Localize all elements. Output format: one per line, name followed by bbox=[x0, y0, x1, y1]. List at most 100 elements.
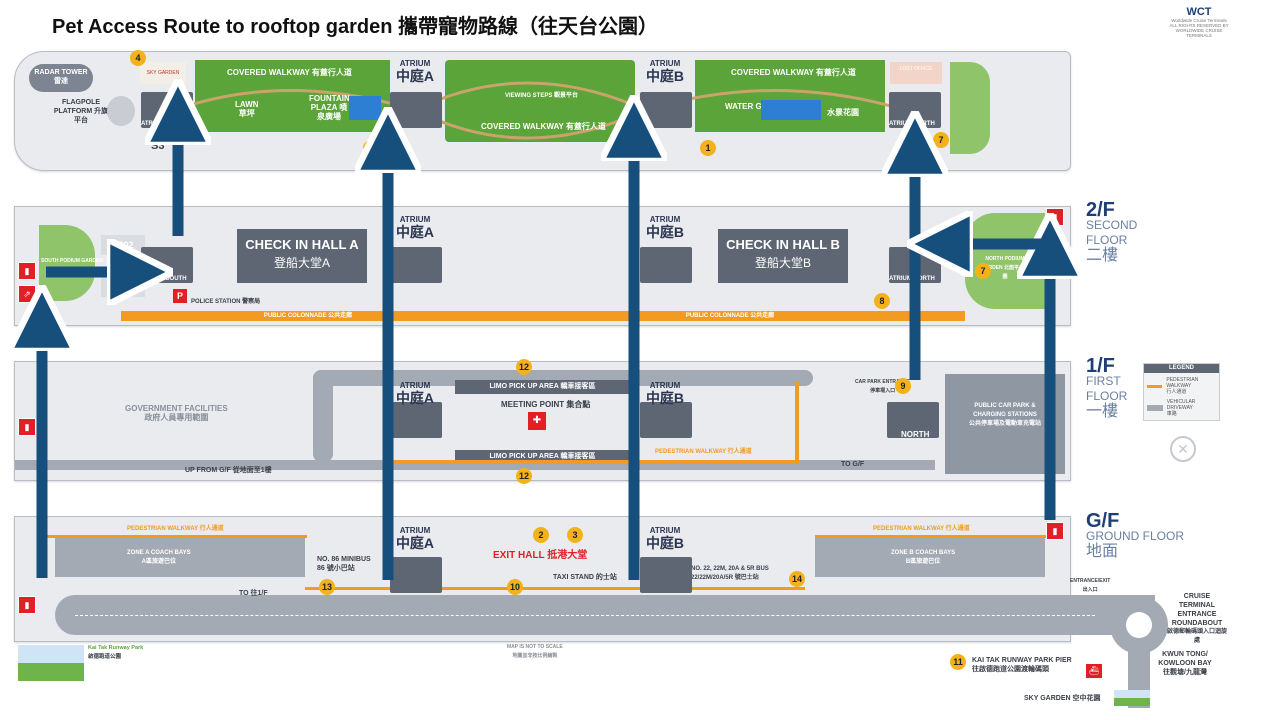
second-atrium-a-zh: 中庭A bbox=[395, 224, 435, 240]
ferry-icon: ⛴ bbox=[1086, 664, 1102, 678]
public-colonnade-west: PUBLIC COLONNADE 公共走廊 bbox=[121, 311, 495, 321]
check-in-hall-b: CHECK IN HALL B 登船大堂B bbox=[718, 229, 848, 283]
entrance-exit-text: ENTRANCE/EXIT bbox=[1070, 578, 1111, 584]
badge-8: 8 bbox=[874, 293, 890, 309]
page-title: Pet Access Route to rooftop garden 攜帶寵物路… bbox=[52, 16, 658, 38]
north-podium-label: NORTH PODIUM GARDEN 北面平台花園 bbox=[980, 255, 1030, 282]
radar-tower: RADAR TOWER 雷達 bbox=[29, 64, 93, 92]
government-label: GOVERNMENT FACILITIES 政府人員專用範圍 bbox=[125, 404, 228, 422]
compass-icon: ✕ bbox=[1170, 436, 1196, 462]
first-floor-driveway-loop bbox=[313, 370, 813, 386]
map-note-label: MAP IS NOT TO SCALE 地圖並非按比例繪製 bbox=[507, 643, 563, 661]
covered-walkway-2: COVERED WALKWAY 有蓋行人道 bbox=[481, 122, 606, 131]
map-legend: LEGEND PEDESTRIAN WALKWAY 行人通道 VEHICULAR… bbox=[1143, 363, 1220, 421]
badge-2: 2 bbox=[533, 527, 549, 543]
exit-hall-label: EXIT HALL 抵港大堂 bbox=[493, 550, 588, 561]
pedestrian-walkway-1f bbox=[390, 460, 800, 464]
car-park-entrance-text: CAR PARK ENTRANCE bbox=[855, 379, 911, 385]
check-in-hall-a: CHECK IN HALL A 登船大堂A bbox=[237, 229, 367, 283]
zone-b-text: ZONE B COACH BAYS bbox=[891, 550, 956, 556]
left-elevator-icon-gf: ▮ bbox=[18, 596, 36, 614]
viewing-steps-label: VIEWING STEPS 觀景平台 bbox=[505, 93, 579, 99]
map-note-text: MAP IS NOT TO SCALE bbox=[507, 644, 563, 650]
roof-s3-label: S3 bbox=[151, 140, 165, 152]
pier-zh: 往啟德跑道公園渡輪碼頭 bbox=[972, 666, 1049, 673]
cruise-terminal-text: CRUISE TERMINAL ENTRANCE ROUNDABOUT bbox=[1171, 593, 1223, 627]
legend-walk-label: PEDESTRIAN WALKWAY 行人通道 bbox=[1166, 377, 1216, 395]
pedestrian-walkway-1f-right bbox=[795, 382, 799, 464]
water-garden-zh: 水景花園 bbox=[827, 108, 859, 117]
badge-14: 14 bbox=[789, 571, 805, 587]
police-label: POLICE STATION 警察局 bbox=[191, 299, 261, 305]
second-atrium-a-en: ATRIUM bbox=[399, 215, 431, 224]
badge-7: 7 bbox=[975, 263, 991, 279]
roof-garden-far-east bbox=[950, 62, 990, 154]
floor-gf-en: GROUND FLOOR bbox=[1086, 529, 1185, 543]
right-elevator-icon-gf: ▮ bbox=[1046, 522, 1064, 540]
ground-driveway-lane bbox=[75, 615, 1095, 616]
pedestrian-walkway-gf-left bbox=[45, 535, 307, 538]
radar-tower-zh: 雷達 bbox=[54, 78, 68, 85]
cruise-terminal-label: CRUISE TERMINAL ENTRANCE ROUNDABOUT 啟德郵輪… bbox=[1166, 592, 1228, 646]
badge-12-top: 12 bbox=[516, 359, 532, 375]
first-atrium-a-label: ATRIUM 中庭A bbox=[389, 380, 441, 405]
floor-1f-zh: 一樓 bbox=[1086, 403, 1119, 420]
first-north-core bbox=[887, 402, 939, 438]
wct-logo: WCT Worldwide Cruise Terminals ALL RIGHT… bbox=[1168, 6, 1230, 48]
ground-atrium-a-en: ATRIUM bbox=[399, 526, 431, 535]
second-atrium-a-core bbox=[390, 247, 442, 283]
first-atrium-b-label: ATRIUM 中庭B bbox=[639, 380, 691, 405]
first-floor-plan: GOVERNMENT FACILITIES 政府人員專用範圍 PUBLIC CA… bbox=[14, 359, 1071, 484]
ground-atrium-a-core bbox=[390, 557, 442, 593]
roof-atrium-a-en: ATRIUM bbox=[399, 59, 431, 68]
second-atrium-b-zh: 中庭B bbox=[645, 224, 685, 240]
kwun-tong-text: KWUN TONG/ KOWLOON BAY bbox=[1158, 651, 1212, 667]
roof-atrium-b-en: ATRIUM bbox=[649, 59, 681, 68]
legend-walk-row: PEDESTRIAN WALKWAY 行人通道 bbox=[1147, 377, 1216, 395]
second-atrium-b-label: ATRIUM 中庭B bbox=[639, 214, 691, 240]
lost-office-label: LOST OFFICE bbox=[899, 66, 933, 72]
left-elevator-icon-2f: ▮ bbox=[18, 262, 36, 280]
fountain-label: FOUNTAIN PLAZA 噴泉廣場 bbox=[309, 94, 350, 121]
minibus-label: NO. 86 MINIBUS 86 號小巴站 bbox=[317, 555, 371, 573]
kai-tak-park-text: Kai Tak Runway Park bbox=[88, 645, 144, 651]
floor-tag-1f: 1/F FIRST FLOOR 一樓 bbox=[1086, 356, 1127, 420]
first-floor-driveway-bottom bbox=[15, 460, 935, 470]
legend-title: LEGEND bbox=[1144, 364, 1219, 373]
second-atrium-b-en: ATRIUM bbox=[649, 215, 681, 224]
lost-office: LOST OFFICE bbox=[890, 62, 942, 84]
to-1f-label: TO 往1/F bbox=[239, 590, 268, 597]
north-podium-zh: 北面平台花園 bbox=[1002, 265, 1030, 280]
roof-atrium-a-zh: 中庭A bbox=[395, 68, 435, 84]
up-from-gf-label: UP FROM G/F 從地面至1樓 bbox=[185, 467, 272, 474]
kwun-tong-zh: 往觀塘/九龍灣 bbox=[1163, 669, 1207, 676]
sky-garden-image bbox=[1114, 690, 1150, 706]
hall-b-zh: 登船大堂B bbox=[754, 256, 811, 270]
meeting-point-icon: ✚ bbox=[528, 412, 546, 430]
limo-top-label: LIMO PICK UP AREA 轎車接客區 bbox=[489, 383, 596, 390]
public-colonnade-east: PUBLIC COLONNADE 公共走廊 bbox=[495, 311, 965, 321]
public-car-park-text: PUBLIC CAR PARK & CHARGING STATIONS bbox=[973, 403, 1037, 418]
hall-a-en: CHECK IN HALL A bbox=[245, 237, 359, 252]
government-zh: 政府人員專用範圍 bbox=[144, 413, 209, 422]
badge-13: 13 bbox=[319, 579, 335, 595]
zone-b-label: ZONE B COACH BAYS B區旅遊巴位 bbox=[891, 549, 955, 567]
logo-brand: WCT bbox=[1186, 6, 1212, 18]
zone-a-coach bbox=[55, 537, 305, 577]
left-elevator-icon-1f: ▮ bbox=[18, 418, 36, 436]
minibus-text: NO. 86 MINIBUS bbox=[317, 556, 371, 563]
colonnade-west-label: PUBLIC COLONNADE 公共走廊 bbox=[263, 313, 353, 319]
covered-walkway-3: COVERED WALKWAY 有蓋行人道 bbox=[731, 68, 856, 77]
kai-tak-park-label: Kai Tak Runway Park 啟德跑道公園 bbox=[88, 644, 143, 662]
pedestrian-walkway-gf-right-label: PEDESTRIAN WALKWAY 行人通道 bbox=[873, 526, 970, 532]
pedestrian-walkway-gf-left-label: PEDESTRIAN WALKWAY 行人通道 bbox=[127, 526, 224, 532]
floor-tag-2f: 2/F SECOND FLOOR 二樓 bbox=[1086, 200, 1137, 264]
floor-tag-gf: G/F GROUND FLOOR 地面 bbox=[1086, 511, 1185, 560]
minibus-zh: 86 號小巴站 bbox=[317, 565, 355, 572]
zone-b-zh: B區旅遊巴位 bbox=[905, 559, 941, 565]
meeting-point-label: MEETING POINT 集合點 bbox=[501, 400, 591, 409]
map-note-zh: 地圖並非按比例繪製 bbox=[512, 653, 558, 659]
sky-garden-dining: SKY GARDEN bbox=[140, 62, 186, 84]
legend-walk-swatch bbox=[1147, 384, 1163, 388]
cruise-terminal-zh: 啟德郵輪碼頭入口迴旋處 bbox=[1166, 629, 1227, 644]
